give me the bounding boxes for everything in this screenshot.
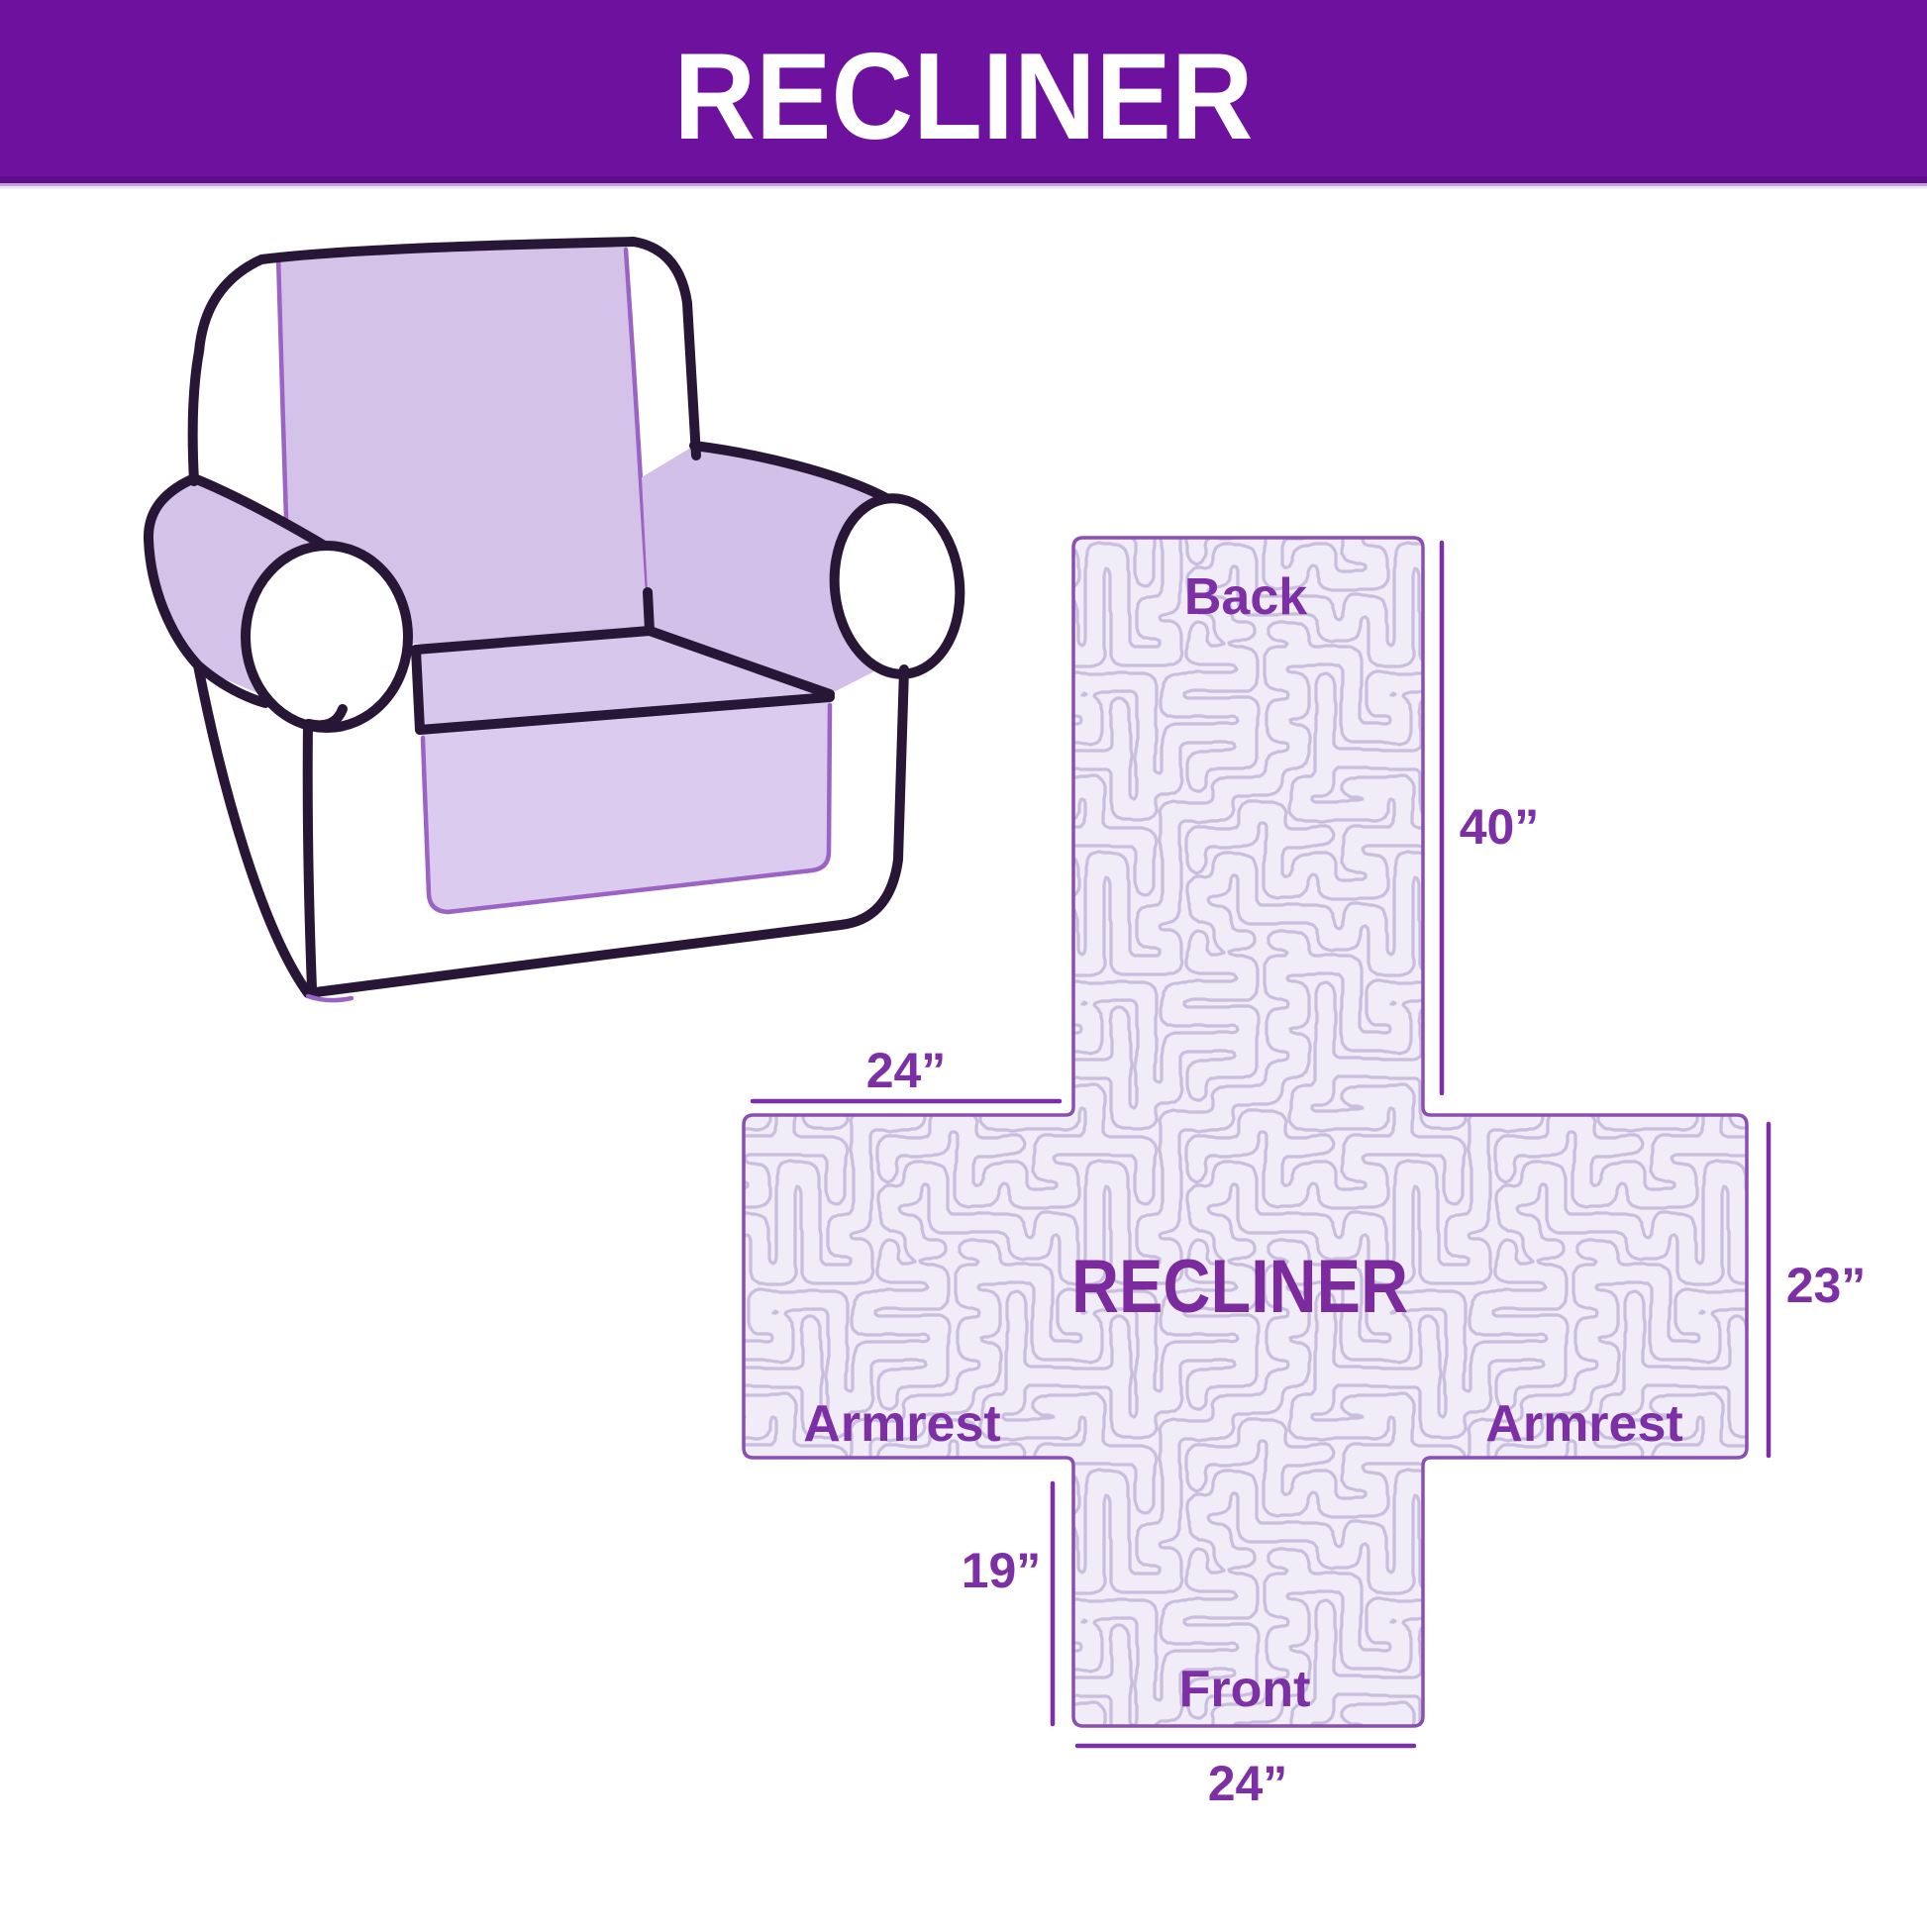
svg-text:Armrest: Armrest <box>1485 1395 1682 1453</box>
svg-text:24”: 24” <box>866 1043 947 1098</box>
svg-text:Armrest: Armrest <box>803 1395 1000 1453</box>
svg-text:40”: 40” <box>1460 799 1540 855</box>
svg-text:RECLINER: RECLINER <box>1071 1245 1408 1329</box>
svg-text:23”: 23” <box>1786 1258 1867 1313</box>
svg-text:Back: Back <box>1184 568 1307 626</box>
svg-text:RECLINER: RECLINER <box>674 29 1254 165</box>
svg-text:19”: 19” <box>962 1543 1042 1598</box>
svg-text:24”: 24” <box>1208 1756 1288 1811</box>
svg-text:Front: Front <box>1179 1661 1311 1718</box>
